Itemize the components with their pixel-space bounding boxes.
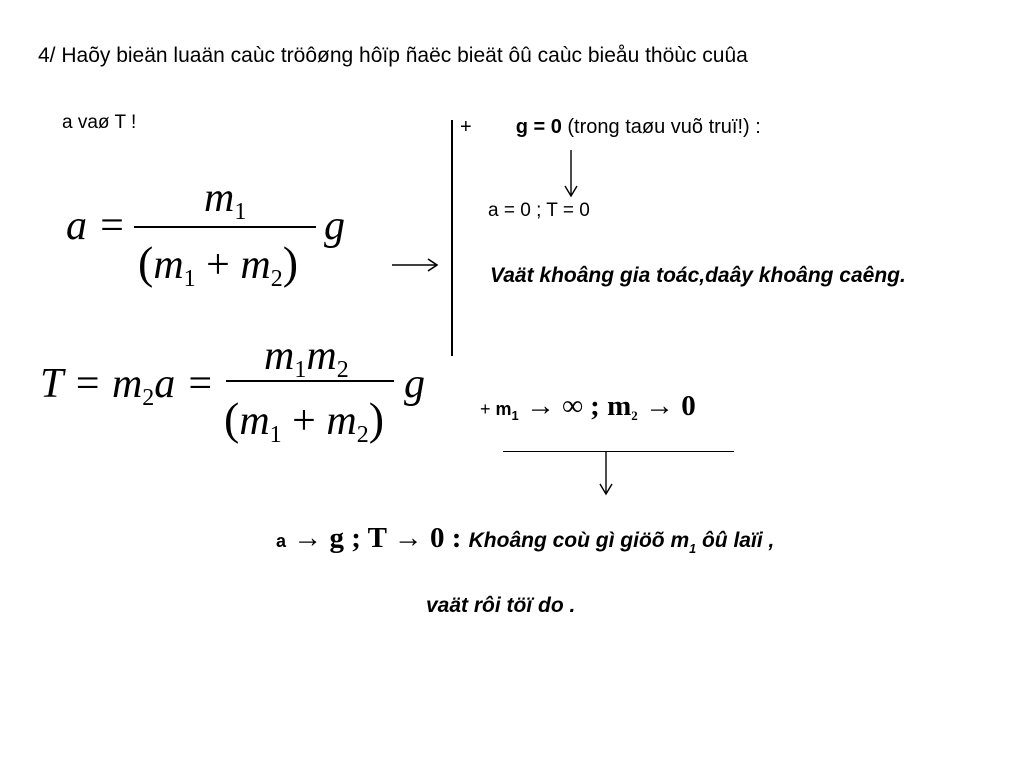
formula-a-numerator: m1 [204, 175, 247, 225]
case1-result: a = 0 ; T = 0 [488, 200, 590, 221]
down-arrow-icon [599, 452, 613, 496]
horizontal-rule [503, 451, 734, 452]
case1-note: Vaät khoâng gia toác,daây khoâng caêng. [490, 264, 906, 287]
formula-a-g: g [324, 203, 345, 249]
formula-t-g: g [404, 361, 425, 407]
down-arrow-icon [564, 150, 578, 198]
formula-a-lhs: a = [66, 203, 126, 249]
formula-t-denominator: (m1 + m2) [224, 393, 385, 448]
formula-t-numerator: m1m2 [264, 333, 349, 383]
vertical-divider [451, 120, 453, 356]
formula-t-fraction-bar [226, 380, 394, 382]
formula-a-fraction-bar [134, 226, 316, 228]
case2-note: vaät rôi töï do . [426, 594, 576, 617]
formula-t-lhs: T = m2a = [40, 361, 215, 411]
intro-text: a vaø T ! [62, 112, 137, 133]
case2-result: a → g ; T → 0 : Khoâng coù gì giöõ m1 ôû… [276, 522, 775, 556]
right-arrow-icon [392, 258, 439, 272]
case1-condition: +g = 0 (trong taøu vuõ truï!) : [460, 116, 761, 138]
slide-heading: 4/ Haõy bieän luaän caùc tröôøng hôïp ña… [38, 44, 748, 67]
formula-a-denominator: (m1 + m2) [138, 237, 299, 292]
case2-condition: + m1 → ∞ ; m2 → 0 [480, 390, 696, 423]
